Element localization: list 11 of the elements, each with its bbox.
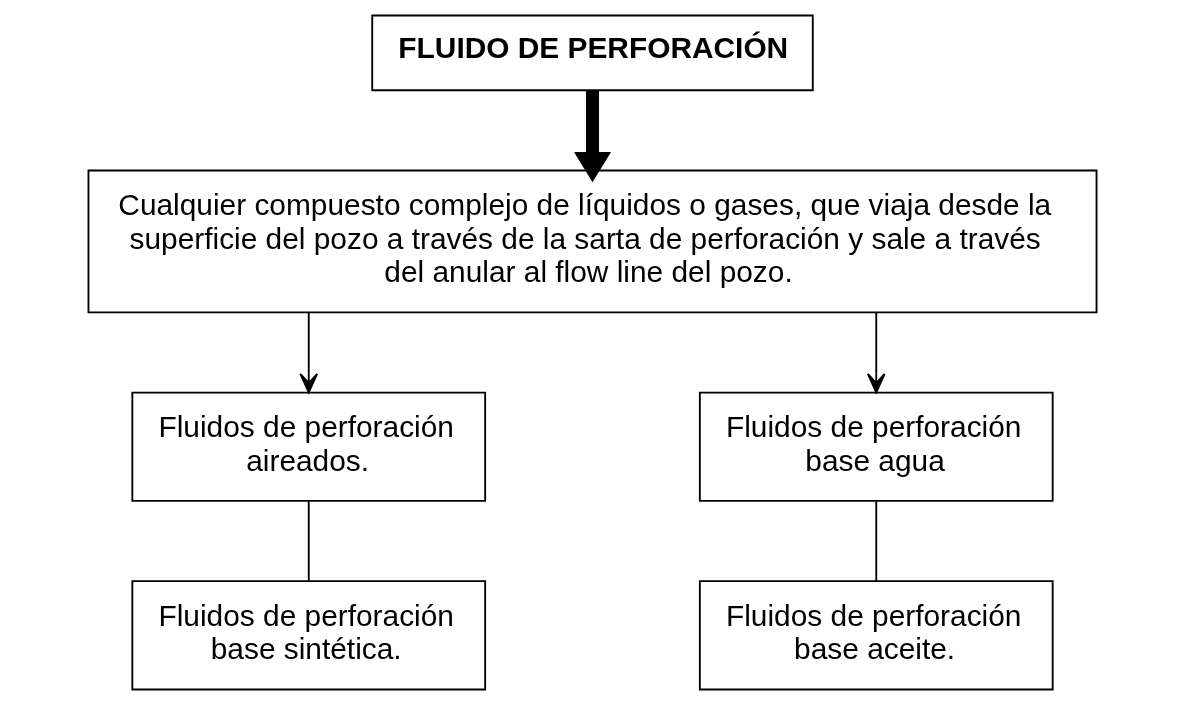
arrow — [573, 91, 611, 183]
node-box: Fluidos de perforación base aceite. — [698, 580, 1054, 691]
node-box: Fluidos de perforación base sintética. — [130, 580, 486, 691]
node-box: Fluidos de perforación base agua — [698, 391, 1054, 502]
node-box: FLUIDO DE PERFORACIÓN — [370, 14, 814, 92]
node-box: Fluidos de perforación aireados. — [130, 391, 486, 502]
connector — [874, 500, 877, 582]
node-box: Cualquier compuesto complejo de líquidos o gases, que viaja desde la superficie del pozo a través de la sarta de perforación y sale a través del anular al flow line del pozo. — [87, 169, 1097, 314]
arrow — [298, 311, 318, 394]
arrow — [866, 311, 886, 394]
connector — [307, 500, 310, 582]
